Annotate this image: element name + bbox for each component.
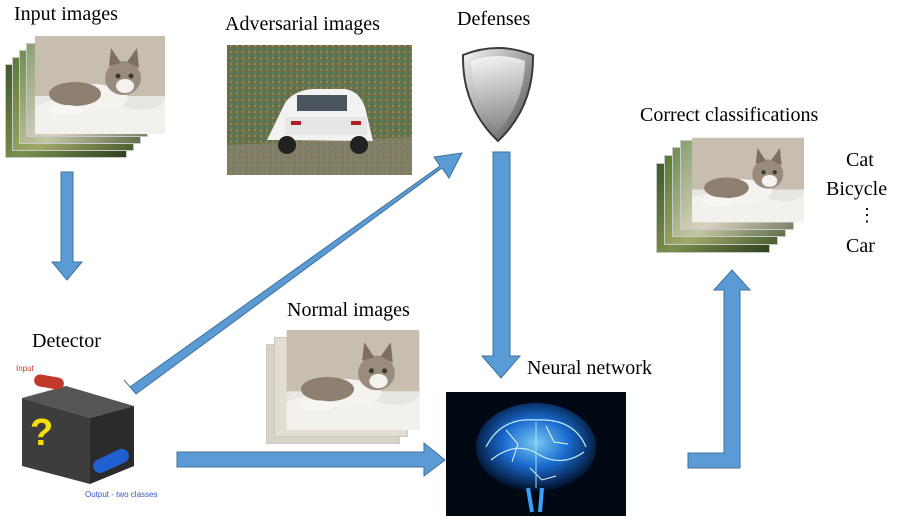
arrow-defenses-to-network — [480, 151, 522, 379]
adversarial-image — [227, 45, 412, 175]
defenses-label: Defenses — [457, 8, 531, 30]
input-images-stack — [5, 36, 165, 160]
shield-icon — [461, 47, 535, 143]
input-wire — [34, 374, 64, 390]
detector-label: Detector — [32, 330, 101, 352]
detector-question-mark: ? — [30, 412, 54, 454]
classification-images-stack — [656, 133, 806, 255]
arrow-input-to-detector — [50, 171, 84, 281]
normal-images-label: Normal images — [287, 299, 410, 321]
output-wire — [93, 448, 129, 474]
cat-photo — [35, 36, 165, 134]
neural-network-brain-image — [446, 392, 626, 516]
class-label-cat: Cat — [846, 149, 874, 171]
detector-output-label: Output - two classes — [85, 490, 158, 499]
detector-input-label: Input — [16, 364, 34, 373]
cat-photo — [286, 330, 420, 430]
class-label-bicycle: Bicycle — [826, 178, 888, 200]
arrow-network-to-classifications — [687, 269, 752, 469]
input-images-label: Input images — [14, 3, 118, 25]
class-label-ellipsis: ⋮ — [858, 205, 876, 225]
neural-network-label: Neural network — [527, 357, 652, 379]
adversarial-images-label: Adversarial images — [225, 13, 380, 35]
detector-cube — [22, 374, 134, 484]
cat-photo — [692, 137, 804, 223]
class-label-car: Car — [846, 235, 875, 257]
correct-classifications-label: Correct classifications — [640, 104, 819, 126]
arrow-detector-to-defenses — [123, 152, 463, 395]
normal-images-stack — [266, 330, 426, 446]
arrow-detector-to-network — [176, 441, 446, 478]
